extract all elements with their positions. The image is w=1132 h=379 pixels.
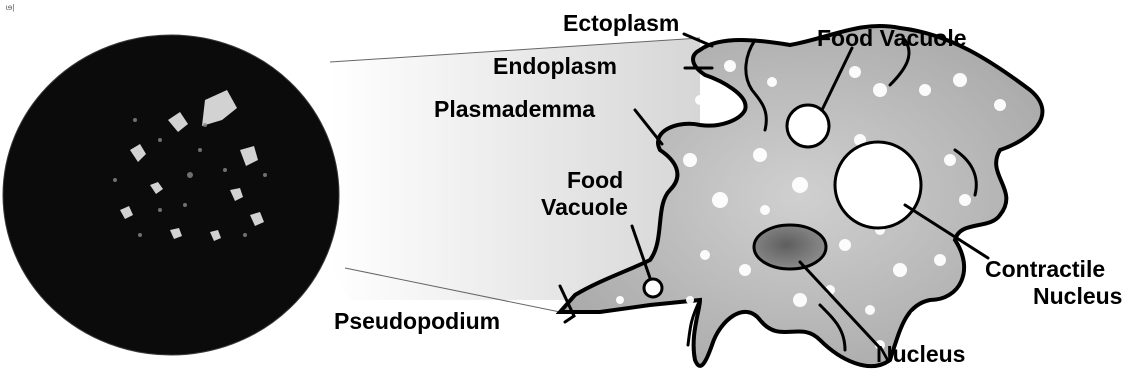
label-endoplasm: Endoplasm: [493, 53, 617, 79]
food-vacuole-small: [644, 279, 662, 297]
label-food-vacuole-top: Food Vacuole: [817, 25, 967, 51]
label-contractile: Contractile: [985, 256, 1105, 282]
label-nucleus: Nucleus: [876, 341, 965, 367]
label-ectoplasm: Ectoplasm: [563, 10, 679, 36]
amoeba-photo: [3, 35, 339, 355]
label-food-vacuole-left-line1: Food: [567, 167, 623, 193]
corner-mark: ɩɘ|: [6, 3, 14, 12]
nucleus: [754, 225, 826, 269]
label-pseudopodium: Pseudopodium: [334, 308, 500, 334]
contractile-vacuole: [835, 142, 921, 228]
label-food-vacuole-left-line2: Vacuole: [541, 194, 628, 220]
label-contractile-nucleus: Nucleus: [1033, 283, 1122, 309]
label-plasmademma: Plasmademma: [434, 96, 595, 122]
